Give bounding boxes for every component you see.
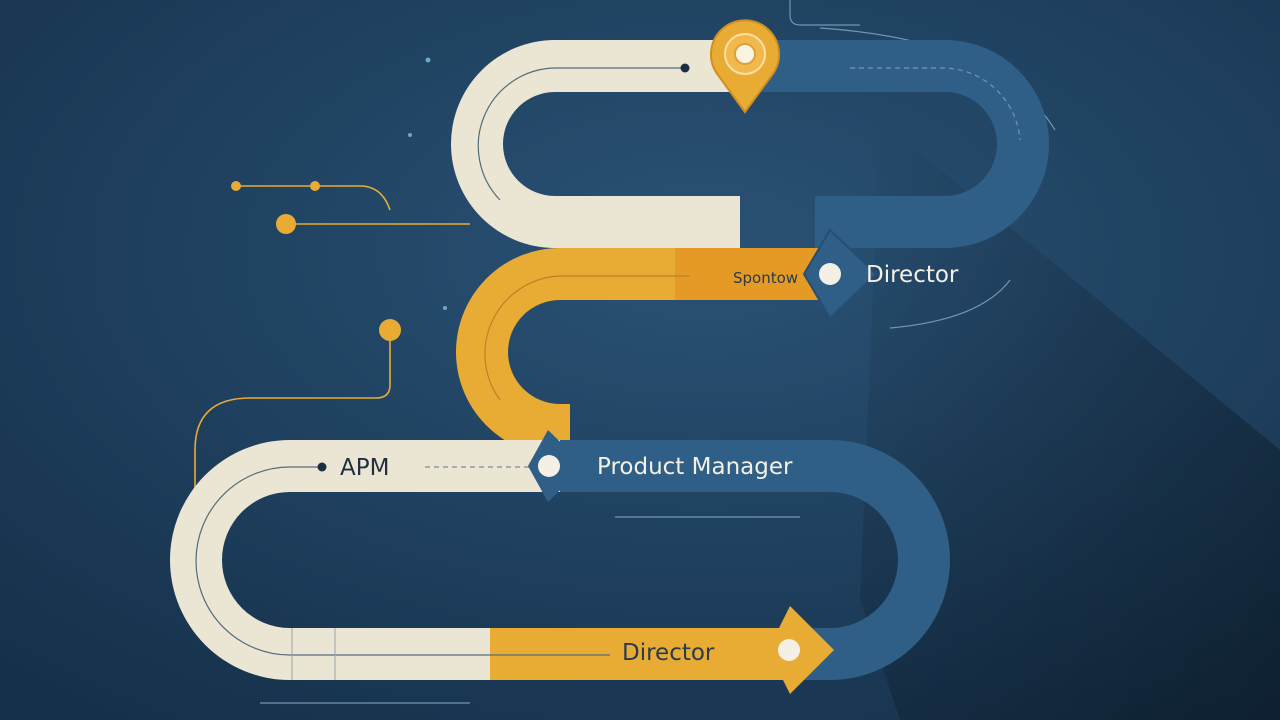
- director-top-dot: [819, 263, 841, 285]
- path-top-endpoint: [680, 63, 690, 73]
- map-pin-icon: [710, 19, 780, 114]
- path-top-dash: [850, 67, 1021, 141]
- path-bottom-inner-line: [195, 466, 610, 656]
- path-bottom-blue: [560, 440, 950, 680]
- product-manager-dot: [538, 455, 560, 477]
- sponsor-label: Spontow: [733, 269, 798, 287]
- long-shadow: [860, 120, 1280, 720]
- decorative-lines: [194, 185, 470, 530]
- path-middle-inner-line: [484, 275, 690, 401]
- decorative-dots: [231, 57, 447, 341]
- director-bottom-marker: [768, 606, 834, 694]
- director-bottom-dot: [778, 639, 800, 661]
- path-top-cream: [451, 40, 750, 248]
- apm-label: APM: [340, 455, 389, 481]
- path-top-blue: [740, 40, 1049, 248]
- path-bottom-gold: [490, 628, 800, 680]
- path-bottom-cream: [170, 440, 560, 680]
- apm-endpoint: [317, 462, 327, 472]
- director-bottom-label: Director: [622, 640, 715, 666]
- product-manager-label: Product Manager: [597, 454, 793, 480]
- director-top-label: Director: [866, 262, 959, 288]
- path-top-inner-line: [477, 67, 685, 201]
